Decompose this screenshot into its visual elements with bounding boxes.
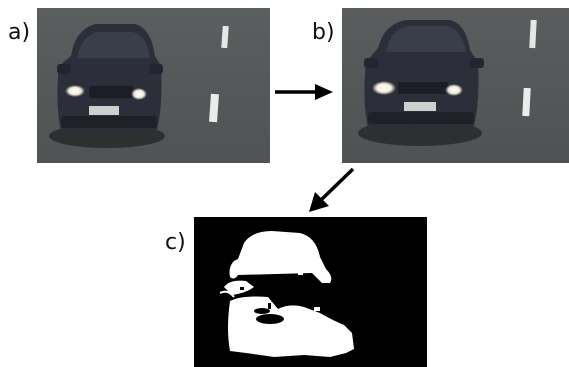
car-headlight xyxy=(372,81,396,95)
lane-marking xyxy=(522,87,531,117)
mask-roof-blob xyxy=(229,231,332,283)
panel-a-image xyxy=(37,8,270,163)
car-grille xyxy=(89,86,133,98)
lane-marking xyxy=(209,93,219,123)
mask-speck xyxy=(298,271,303,275)
lane-marking xyxy=(529,19,537,49)
mask-fragment xyxy=(219,290,235,298)
mask-hole xyxy=(268,303,271,309)
car-bumper xyxy=(368,112,474,124)
car-mirror xyxy=(364,58,378,68)
car-mirror xyxy=(149,64,163,74)
car-headlight xyxy=(445,84,463,96)
car-mirror xyxy=(470,58,484,68)
car-photo-b xyxy=(342,8,569,163)
binary-mask-image xyxy=(194,217,427,367)
car-headlight xyxy=(65,85,85,97)
mask-speck xyxy=(314,307,320,311)
panel-c-mask xyxy=(194,217,427,367)
mask-speck xyxy=(240,287,244,290)
car-windshield xyxy=(386,26,466,52)
panel-c-label: c) xyxy=(165,230,186,255)
lane-marking xyxy=(221,25,229,49)
car-headlight xyxy=(131,88,147,100)
mask-fragment xyxy=(224,280,254,295)
mask-hole xyxy=(254,308,270,314)
license-plate xyxy=(404,102,436,111)
car-windshield xyxy=(77,32,150,58)
arrow-down-left-icon xyxy=(309,167,355,212)
panel-b-label: b) xyxy=(312,20,335,45)
panel-b-image xyxy=(342,8,569,163)
car-bumper xyxy=(61,116,157,128)
car-mirror xyxy=(57,64,71,74)
license-plate xyxy=(89,106,119,115)
car-grille xyxy=(398,82,448,94)
panel-a-label: a) xyxy=(8,20,31,45)
arrow-right-icon xyxy=(275,84,333,100)
mask-hole xyxy=(256,314,284,324)
car-photo-a xyxy=(37,8,270,163)
